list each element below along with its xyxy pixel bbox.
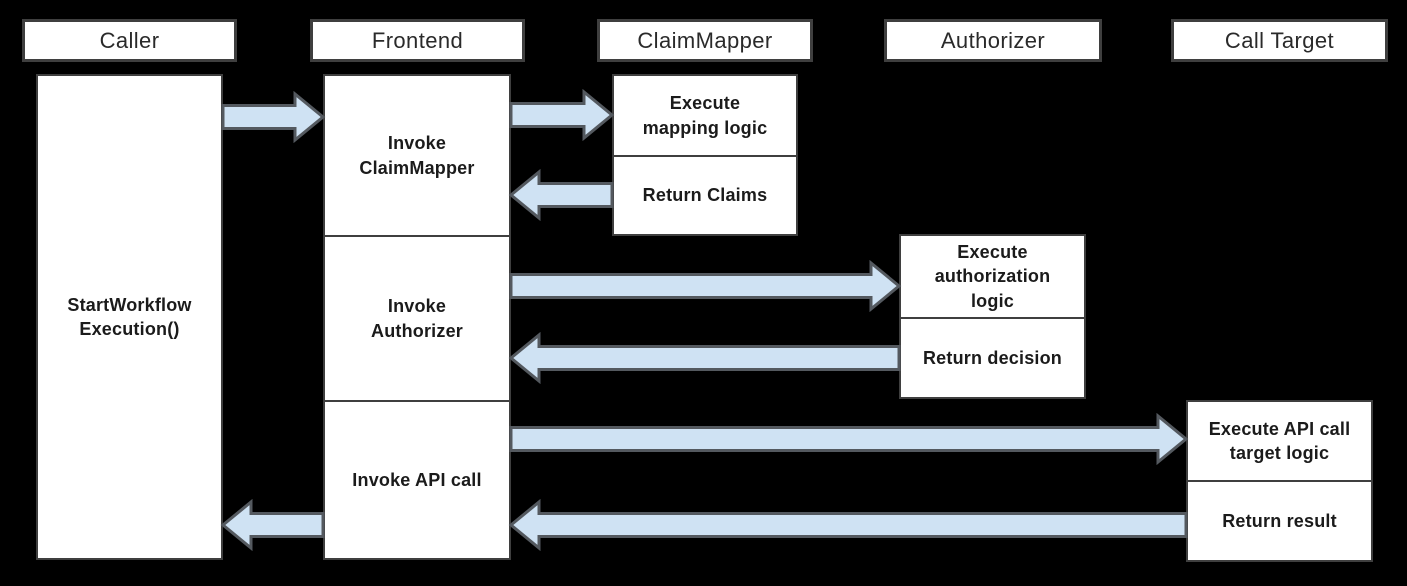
frontend-section-label: Invoke API call: [352, 469, 482, 490]
arrow-frontend-to-authorizer: [509, 260, 902, 312]
lifeline-header-call-target: Call Target: [1171, 19, 1388, 62]
activity-cell-label: Return decision: [922, 347, 1063, 368]
claimmapper-activity-box: Execute mapping logic Return Claims: [612, 74, 798, 236]
frontend-section-invoke-authorizer: Invoke Authorizer: [325, 235, 509, 400]
activity-cell-label: Execute API call target logic: [1208, 418, 1351, 463]
activity-cell-label: Execute authorization logic: [934, 242, 1051, 311]
frontend-section-invoke-claimmapper: Invoke ClaimMapper: [325, 76, 509, 235]
lifeline-header-label: Caller: [99, 27, 160, 53]
lifeline-header-authorizer: Authorizer: [884, 19, 1102, 62]
lifeline-header-label: Authorizer: [940, 27, 1046, 53]
lifeline-header-caller: Caller: [22, 19, 237, 62]
arrow-authorizer-to-frontend: [508, 332, 901, 384]
activity-cell-label: Execute mapping logic: [642, 93, 768, 138]
authorizer-execute-cell: Execute authorization logic: [901, 236, 1084, 317]
frontend-section-label: Invoke Authorizer: [371, 296, 463, 341]
call-target-activity-box: Execute API call target logic Return res…: [1186, 400, 1373, 562]
arrow-calltarget-to-frontend: [508, 499, 1188, 551]
activity-cell-label: Return Claims: [642, 185, 768, 206]
frontend-section-label: Invoke ClaimMapper: [359, 133, 475, 178]
caller-activation-label: StartWorkflow Execution(): [67, 294, 192, 339]
arrow-frontend-to-calltarget: [509, 413, 1189, 465]
arrow-frontend-to-claimmapper: [509, 89, 615, 141]
call-target-return-cell: Return result: [1188, 480, 1371, 560]
lifeline-header-label: Frontend: [371, 27, 464, 53]
authorizer-activity-box: Execute authorization logic Return decis…: [899, 234, 1086, 399]
frontend-activation-box: Invoke ClaimMapper Invoke Authorizer Inv…: [323, 74, 511, 560]
lifeline-header-frontend: Frontend: [310, 19, 525, 62]
lifeline-header-label: Call Target: [1224, 27, 1335, 53]
call-target-execute-cell: Execute API call target logic: [1188, 402, 1371, 480]
claimmapper-execute-cell: Execute mapping logic: [614, 76, 796, 155]
arrow-frontend-to-caller: [220, 499, 325, 551]
lifeline-header-claimmapper: ClaimMapper: [597, 19, 813, 62]
claimmapper-return-cell: Return Claims: [614, 155, 796, 234]
arrow-caller-to-frontend: [221, 91, 326, 143]
frontend-section-invoke-api-call: Invoke API call: [325, 400, 509, 558]
arrow-claimmapper-to-frontend: [508, 169, 614, 221]
authorizer-return-cell: Return decision: [901, 317, 1084, 397]
caller-activation-box: StartWorkflow Execution(): [36, 74, 223, 560]
activity-cell-label: Return result: [1222, 510, 1337, 531]
lifeline-header-label: ClaimMapper: [637, 27, 773, 53]
